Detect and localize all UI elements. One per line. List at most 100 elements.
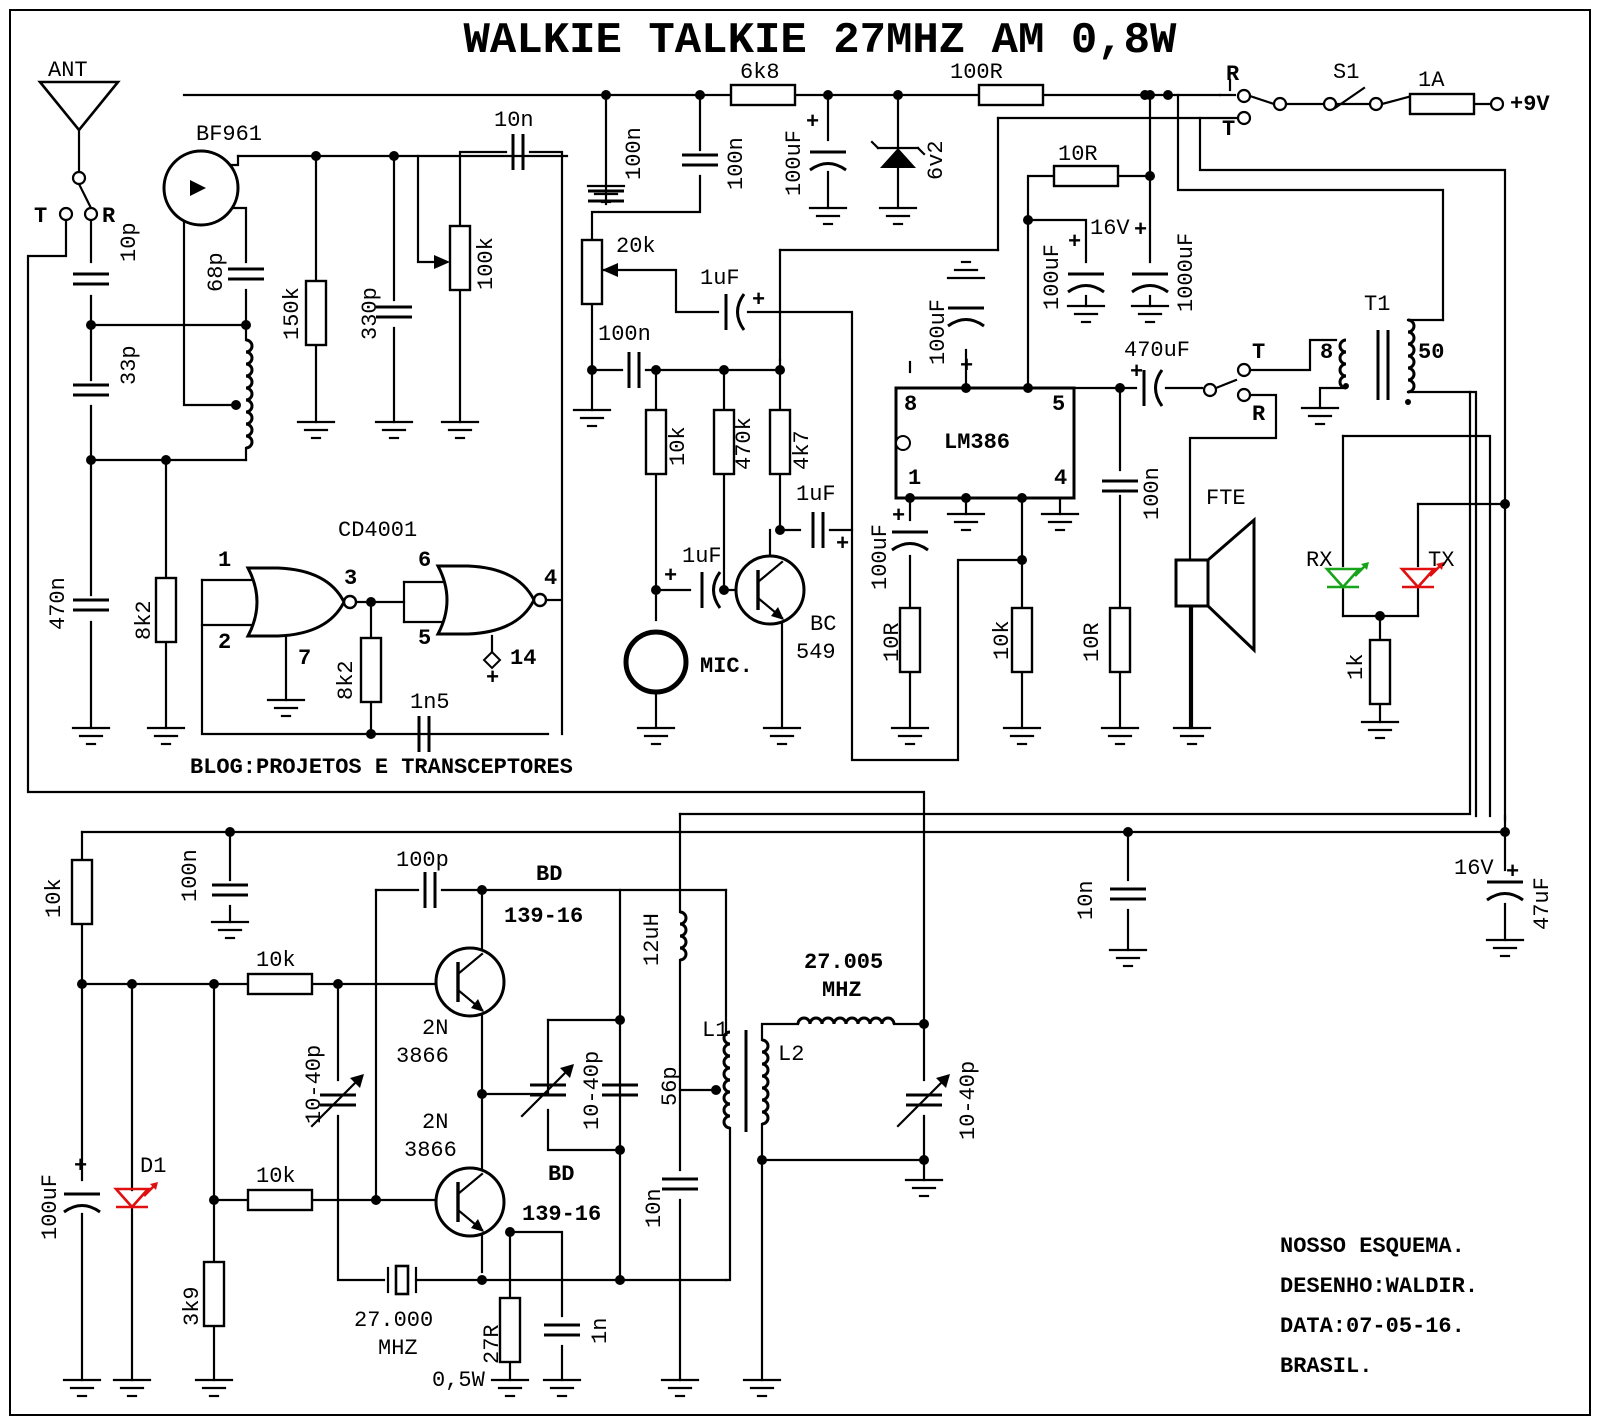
label-v16: 16V [1090,216,1130,241]
junction-dot [1163,90,1173,100]
label-r6k8: 6k8 [740,60,780,85]
label-r10k: 10k [990,620,1015,660]
label-c470uF: 470uF [1124,338,1190,363]
label-plus: + [74,1154,87,1179]
label-l12uH: 12uH [640,913,665,966]
crystal-27mhz [394,1264,410,1296]
capacitor-10n [511,132,525,172]
label-plus: + [892,504,905,529]
inductor-coil [1338,338,1347,390]
footer-line: DESENHO:WALDIR. [1280,1274,1478,1299]
label-c33p: 33p [117,345,142,385]
label-tx: TX [1428,548,1454,573]
ground-symbol [636,726,676,746]
transistor-bc549 [734,554,806,626]
label-f27000: 27.000 [354,1308,433,1333]
label-r: R [1226,62,1240,87]
nor-gate-1 [245,566,346,638]
ground-symbol [374,420,414,440]
label-plus: + [960,354,973,379]
ground-symbol [762,726,802,746]
junction-dot [1115,383,1125,393]
capacitor-10n-l [660,1177,700,1191]
label-r: R [102,204,116,229]
term [1236,362,1252,378]
label-t1: T1 [1364,292,1390,317]
ground-symbol [62,1378,102,1398]
junction-dot [919,1155,929,1165]
label-plus: + [752,288,765,313]
capacitor-10p [71,272,111,286]
label-w05: 0,5W [432,1368,486,1393]
ground-symbol [1002,726,1042,746]
label-d1: D1 [140,1154,166,1179]
footer-line: BRASIL. [1280,1354,1372,1379]
ground-symbol [542,1378,582,1398]
ground-symbol [112,1378,152,1398]
label-p7: 7 [298,646,311,671]
label-p1: 1 [908,466,921,491]
junction-dot [86,455,96,465]
resistor-10R [1052,164,1120,188]
label-bd: BD [548,1162,574,1187]
label-f27005: 27.005 [804,950,883,975]
junction-dot [389,151,399,161]
label-c100uF_top: 100uF [868,524,893,590]
label-n8: 8 [1320,340,1333,365]
inductor-coil [761,1038,770,1126]
label-plus: + [1068,230,1081,255]
junction-dot [333,979,343,989]
resistor-10k [644,408,668,476]
label-bd139: 139-16 [522,1202,601,1227]
label-l1: L1 [702,1018,728,1043]
resistor-10k-b [1010,606,1034,674]
junction-dot [209,979,219,989]
inductor-coil [722,1030,731,1130]
junction-dot [366,729,376,739]
potentiometer-100k [448,224,472,292]
junction-dot [1023,215,1033,225]
label-c1040p: 10-40p [956,1061,981,1140]
junction-dot [719,365,729,375]
gnd [1130,304,1170,324]
junction-dot [615,1015,625,1025]
gnd [1360,720,1400,740]
junction-dot [225,827,235,837]
label-p14: 14 [510,646,536,671]
label-c10p: 10p [117,222,142,262]
junction-dot [161,455,171,465]
resistor-1k [1368,638,1392,706]
label-v16: 16V [1454,856,1494,881]
junction-dot [371,1195,381,1205]
term [1272,96,1288,112]
junction-dot [366,597,376,607]
label-t: T [34,204,47,229]
resistor-470k [712,408,736,476]
junction-dot [615,1145,625,1155]
ground-symbol [890,726,930,746]
junction-dot [961,493,971,503]
ground-symbol [490,1378,530,1398]
gnd [1108,948,1148,968]
term [58,206,74,222]
junction-dot [587,365,597,375]
gnd [210,920,250,940]
junction-dot [86,320,96,330]
resistor-8k2 [154,576,178,644]
label-mhz: MHZ [822,978,862,1003]
label-c68p: 68p [204,252,229,292]
capacitor-100uF-top [808,150,848,172]
junction-dot [1017,493,1027,503]
gnd [946,260,986,280]
term [71,170,87,186]
resistor-3k9 [202,1260,226,1328]
gnd [1172,726,1212,746]
trimmer-arrow [310,1074,364,1128]
label-c47uF: 47uF [1530,877,1555,930]
label-p2: 2 [218,630,231,655]
label-r470k: 470k [732,417,757,470]
junction-dot [757,1155,767,1165]
label-c100n_a: 100n [622,127,647,180]
term [1236,110,1252,126]
